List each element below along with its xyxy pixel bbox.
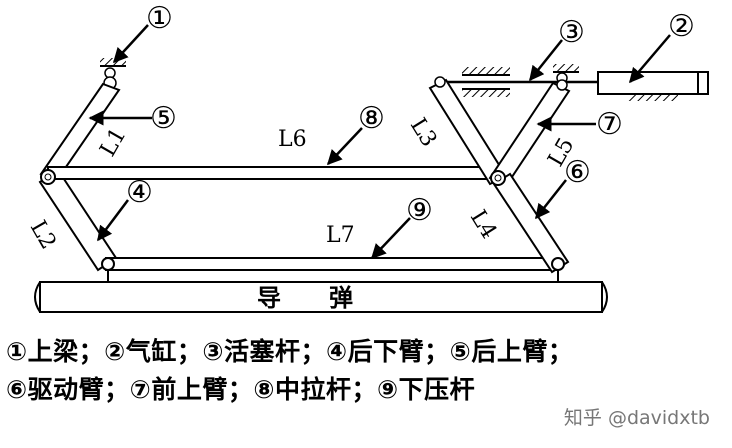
legend-line-2: ⑥驱动臂；⑦前上臂；⑧中拉杆；⑨下压杆 [6, 375, 476, 404]
marker-1: ① [146, 1, 173, 36]
link-label-L2: L2 [25, 217, 61, 254]
link-label-L4: L4 [465, 206, 501, 244]
marker-8: ⑧ [358, 101, 385, 136]
joints [40, 76, 568, 271]
marker-2: ② [668, 9, 695, 44]
callout-markers: ① ② ③ ④ ⑤ ⑥ ⑦ ⑧ ⑨ [126, 1, 695, 228]
legend-line-1: ①上梁；②气缸；③活塞杆；④后下臂；⑤后上臂； [6, 337, 574, 366]
link-label-L1: L1 [96, 124, 132, 161]
cylinder [597, 71, 709, 101]
missile-label: 导 弹 [257, 283, 353, 312]
middle-rod: L6 [47, 127, 499, 180]
marker-7: ⑦ [596, 107, 623, 142]
right-upper-beam [462, 64, 579, 97]
linkage-diagram: 导 弹 L1 L2 L6 L7 [25, 1, 709, 313]
marker-3: ③ [558, 15, 585, 50]
marker-5: ⑤ [150, 101, 177, 136]
link-label-L3: L3 [405, 114, 441, 152]
marker-4: ④ [126, 175, 153, 210]
watermark: 知乎 @davidxtb [563, 407, 710, 429]
marker-6: ⑥ [564, 155, 591, 190]
callout-arrows [88, 24, 671, 260]
missile-body: 导 弹 [34, 281, 608, 313]
rear-lower-arm: L2 [25, 168, 118, 272]
link-label-L7: L7 [326, 223, 355, 248]
link-label-L6: L6 [278, 127, 307, 152]
marker-9: ⑨ [406, 193, 433, 228]
rear-upper-arm: L1 [39, 82, 132, 182]
